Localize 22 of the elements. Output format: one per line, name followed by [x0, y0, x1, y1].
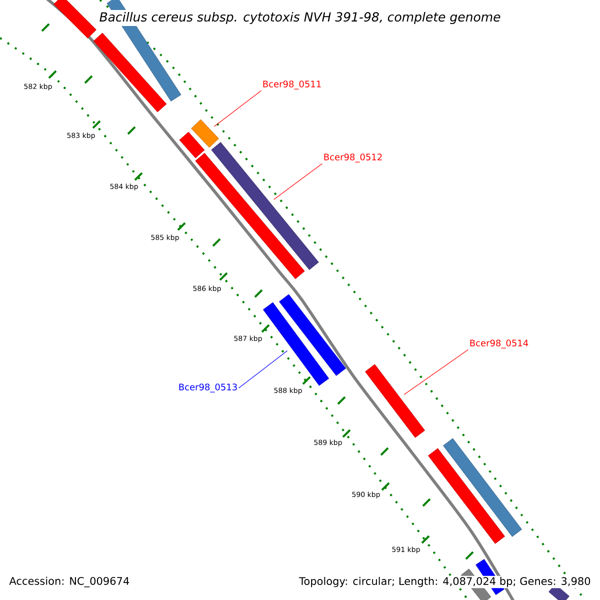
leader-line [238, 350, 288, 388]
gene-bar [93, 32, 167, 112]
gene-bar [191, 119, 219, 148]
gene-label: Bcer98_0514 [470, 340, 528, 348]
leader-line [274, 163, 322, 200]
footer-text: Accession: NC_009674 [8, 576, 131, 588]
gene-bar [54, 0, 96, 38]
gene-bar [179, 132, 205, 158]
gene-bar [365, 364, 425, 438]
gene-bar [211, 142, 319, 270]
gene-bar [279, 294, 346, 376]
footer-text: Topology: circular; Length: 4,087,024 bp; Genes: 3,980 [298, 576, 592, 588]
gene-label: Bcer98_0511 [263, 80, 321, 90]
gene-bar [262, 302, 330, 386]
gene-bar [195, 152, 305, 280]
leader-line [404, 349, 468, 395]
title: Bacillus cereus subsp. cytotoxis NVH 391-98, complete genome [97, 10, 503, 26]
gene-bar [443, 438, 522, 537]
gene-label: Bcer98_0513 [179, 384, 237, 392]
gene-bar [428, 448, 505, 544]
gene-label: Bcer98_0512 [324, 154, 382, 162]
leader-line [214, 90, 262, 127]
